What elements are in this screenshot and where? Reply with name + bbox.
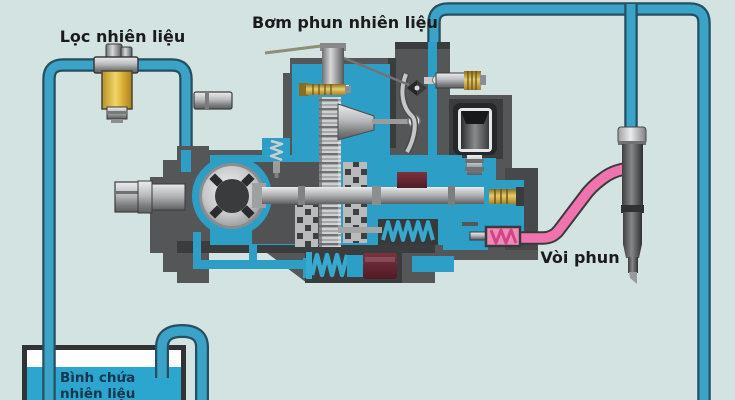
governor-gear — [319, 97, 341, 247]
inlet-fitting — [193, 91, 233, 110]
spring-lower — [306, 252, 397, 279]
label-injection-pump: Bơm phun nhiên liệu — [252, 13, 438, 32]
pressure-line-coil — [484, 225, 522, 248]
label-injector: Vòi phun — [540, 248, 620, 267]
label-fuel-filter: Lọc nhiên liệu — [59, 27, 186, 46]
control-lever-assembly — [264, 43, 410, 96]
label-fuel-tank-line2: nhiên liệu — [60, 385, 136, 400]
injector-tip — [629, 272, 637, 284]
governor-lever — [398, 72, 427, 154]
delivery-valve — [424, 71, 486, 90]
distributor-shaft — [252, 183, 492, 208]
label-fuel-tank: Bình chứa nhiên liệu — [60, 370, 170, 400]
spring-main — [338, 219, 438, 245]
fuel-filter — [93, 43, 139, 123]
fuel-cut-solenoid — [453, 103, 497, 175]
injection-pump — [114, 42, 538, 283]
plunger — [484, 184, 524, 209]
spring-small — [269, 139, 284, 178]
label-fuel-tank-line1: Bình chứa — [60, 370, 136, 386]
cam-ring — [192, 156, 272, 236]
injector-nozzle — [617, 126, 647, 284]
drive-shaft — [114, 180, 186, 214]
high-pressure-line — [484, 162, 627, 248]
